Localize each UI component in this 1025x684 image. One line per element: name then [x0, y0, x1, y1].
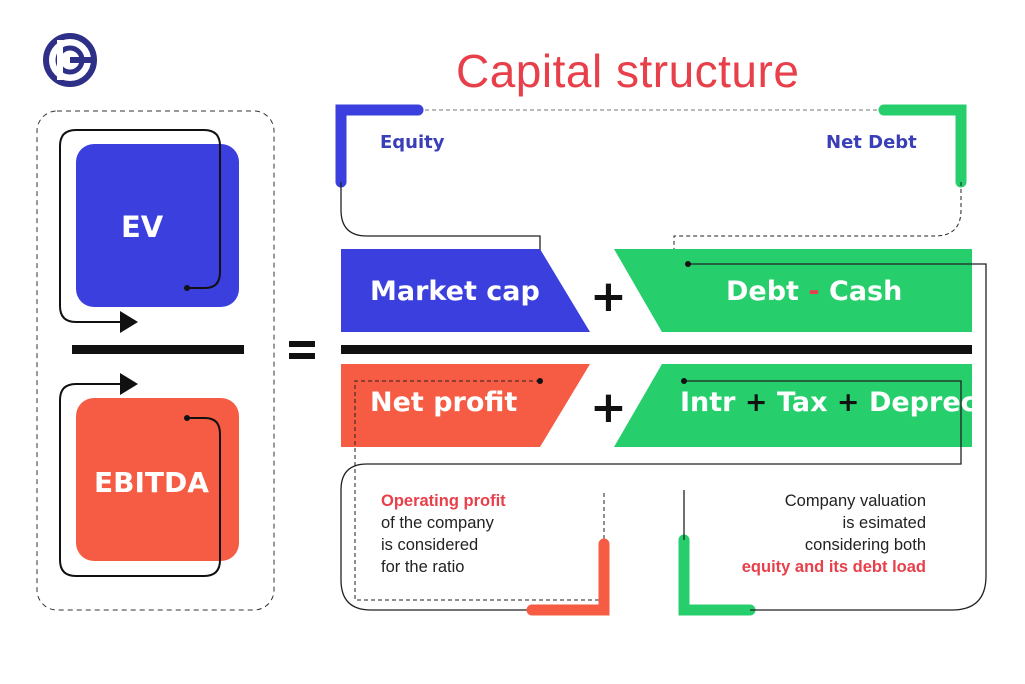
- plus-one: +: [744, 387, 768, 418]
- ev-loop-line: [59, 129, 221, 323]
- ev-arrow-head: [120, 311, 138, 333]
- equals-bottom: [289, 353, 315, 359]
- note-left-line3: is considered: [381, 536, 479, 554]
- debt-cash-inner-line: [688, 263, 987, 446]
- intr-label: Intr: [680, 387, 736, 418]
- operating-profit-bracket: [526, 538, 610, 616]
- ev-label: EV: [121, 210, 164, 244]
- ebitda-box: [76, 398, 239, 561]
- intr-tax-deprec-label: Intr + Tax + Deprec: [680, 387, 977, 418]
- plus-two: +: [836, 387, 860, 418]
- equity-label: Equity: [380, 132, 445, 153]
- valuation-note: Company valuation is esimated considerin…: [700, 490, 926, 578]
- cash-label: Cash: [829, 276, 903, 307]
- debt-cash-shape: [614, 249, 972, 332]
- right-bottom-loop: [750, 446, 987, 611]
- denominator-plus: +: [590, 382, 627, 433]
- deprec-label: Deprec: [868, 387, 977, 418]
- note-left-line4: for the ratio: [381, 558, 465, 576]
- numerator-plus: +: [590, 271, 627, 322]
- intr-connector: [340, 380, 962, 611]
- minus-sign: -: [808, 276, 820, 307]
- tax-label: Tax: [776, 387, 828, 418]
- debt-label: Debt: [726, 276, 799, 307]
- left-fraction-bar: [72, 345, 244, 354]
- valuation-highlight: equity and its debt load: [741, 558, 926, 576]
- intr-tax-deprec-shape: [614, 364, 972, 447]
- debt-cash-label: Debt - Cash: [726, 276, 902, 307]
- ebitda-label: EBITDA: [94, 466, 209, 499]
- note-right-line2: is esimated: [842, 514, 926, 532]
- market-cap-shape: [341, 249, 590, 332]
- logo-mark: [43, 33, 97, 87]
- operating-profit-note: Operating profit of the company is consi…: [381, 490, 506, 578]
- note-left-line2: of the company: [381, 514, 494, 532]
- note-right-line1: Company valuation: [784, 492, 926, 510]
- operating-profit-highlight: Operating profit: [381, 492, 506, 510]
- equals-top: [289, 341, 315, 347]
- valuation-bracket: [678, 534, 756, 616]
- net-profit-shape: [341, 364, 590, 447]
- equity-bracket: [335, 104, 424, 188]
- ev-box: [76, 144, 239, 307]
- main-fraction-bar: [341, 345, 972, 354]
- net-profit-label: Net profit: [370, 387, 518, 418]
- market-cap-label: Market cap: [370, 276, 540, 307]
- net-debt-label: Net Debt: [826, 132, 917, 153]
- page-title: Capital structure: [456, 45, 800, 97]
- ebitda-loop-line: [59, 383, 221, 577]
- equity-connector: [340, 182, 541, 319]
- net-debt-connector: [673, 182, 962, 319]
- ebitda-arrow-head: [120, 373, 138, 395]
- note-right-line3: considering both: [804, 536, 926, 554]
- net-debt-bracket: [878, 104, 967, 188]
